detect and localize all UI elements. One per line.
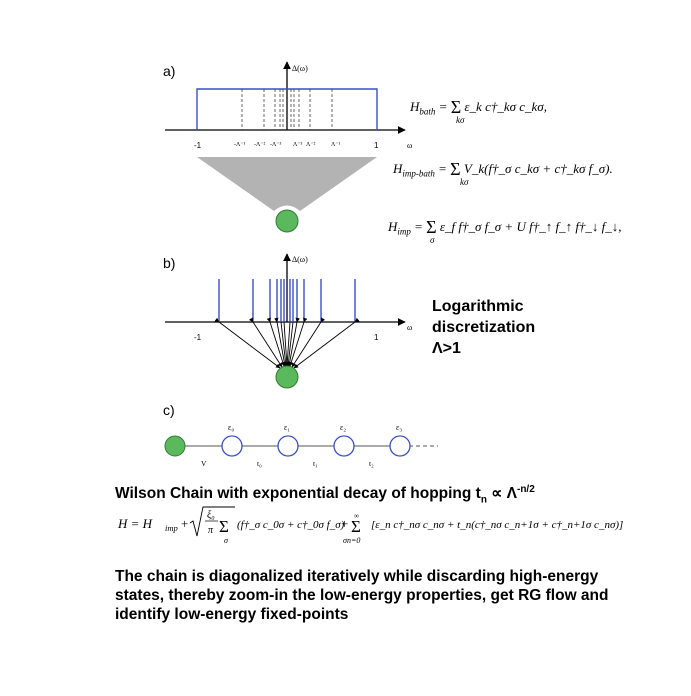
chain-hamiltonian: H = H imp + ξ₀ π Σ σ (f†_σ c_0σ + c†_0σ … [117,506,623,545]
hopping-label: t₂ [369,459,374,468]
hamiltonian-imp: Himp = Σ ε_f f†_σ f_σ + U f†_↑ f_↑ f†_↓ … [388,217,622,245]
panel-a-tick-one: 1 [374,141,379,150]
impurity-site-a [275,209,299,233]
impurity-site-c [164,435,186,457]
log-label-line: Logarithmic [432,298,524,315]
panel-a-discretization-lines [241,89,333,130]
site-energy-label: ε₁ [284,423,290,432]
impurity-site-b [275,365,299,389]
summary-text: The chain is diagonalized iteratively wh… [115,568,609,623]
sqrt-sign [189,506,235,537]
chain-h-term1: (f†_σ c_0σ + c†_0σ f_σ) [237,519,345,531]
svg-text:Σ: Σ [219,517,229,536]
chain-site [333,435,355,457]
wilson-title-text: Wilson Chain with exponential decay of h… [115,485,481,503]
chain-site [389,435,411,457]
log-label-line: Λ>1 [432,340,461,357]
chain-h-term2: [ε_n c†_nσ c_nσ + t_n(c†_nσ c_n+1σ + c†_… [371,519,623,531]
hopping-label: t₀ [257,459,262,468]
panel-a-flat-band [196,88,378,130]
lambda-tick: -Λ⁻³ [270,142,282,148]
log-label-line: discretization [432,319,536,336]
site-energy-label: ε₀ [228,423,234,432]
panel-a-y-axis-label: Δ(ω) [292,64,308,73]
wilson-chain-title: Wilson Chain with exponential decay of h… [115,484,535,505]
svg-text:Σ: Σ [351,517,361,536]
panel-b-delta-peaks [218,279,356,322]
lambda-tick: Λ⁻² [306,142,316,148]
chain-site [277,435,299,457]
svg-text:+: + [181,516,188,531]
hamiltonian-imp-bath: Himp-bath = Σ V_k(f†_σ c_kσ + c†_kσ f_σ)… [393,159,613,187]
panel-b-tick-one: 1 [374,333,379,342]
sum2-index: σn=0 [343,536,360,545]
lambda-tick: Λ⁻¹ [331,142,341,148]
site-energy-label: ε₂ [340,423,346,432]
chain-site-energies: ε₀ ε₁ ε₂ ε₃ [228,423,402,432]
lambda-tick: Λ⁻³ [293,142,303,148]
panel-b-y-axis-label: Δ(ω) [292,255,308,264]
chain-site [221,435,243,457]
chain-hoppings: V t₀ t₁ t₂ [201,459,374,468]
panel-a-x-axis-label: ω [407,141,412,150]
svg-text:+: + [341,516,348,531]
wilson-title-sup: -n/2 [516,484,535,495]
chain-h-lhs-sub: imp [165,523,178,533]
chain-h-lhs: H = H [117,516,153,531]
sqrt-denominator: π [208,525,214,536]
lambda-tick: -Λ⁻² [254,142,266,148]
log-discretization-label: Logarithmic discretization Λ>1 [432,296,535,359]
sqrt-numerator: ξ₀ [207,510,215,521]
panel-a-label: a) [163,63,175,79]
panel-b-coupling-arrows [214,317,360,369]
hamiltonian-bath: Hbath = Σ ε_k c†_kσ c_kσ, kσ [410,97,547,125]
hybridization-label: V [201,459,207,468]
sum2-top: ∞ [354,512,359,520]
panel-b-x-axis-label: ω [407,323,412,332]
projection-cone [197,157,377,211]
wilson-title-sub: n [480,494,487,506]
panel-c-label: c) [163,402,175,418]
site-energy-label: ε₃ [396,423,402,432]
panel-a-tick-minus-one: -1 [194,141,202,150]
sum1-index: σ [224,536,229,545]
lambda-tick: -Λ⁻¹ [234,142,246,148]
panel-b-tick-minus-one: -1 [194,333,202,342]
wilson-title-mid: ∝ Λ [486,485,517,503]
panel-a-lambda-ticks: -Λ⁻¹ -Λ⁻² -Λ⁻³ Λ⁻³ Λ⁻² Λ⁻¹ [234,142,341,148]
hopping-label: t₁ [313,459,318,468]
panel-b-label: b) [163,255,175,271]
